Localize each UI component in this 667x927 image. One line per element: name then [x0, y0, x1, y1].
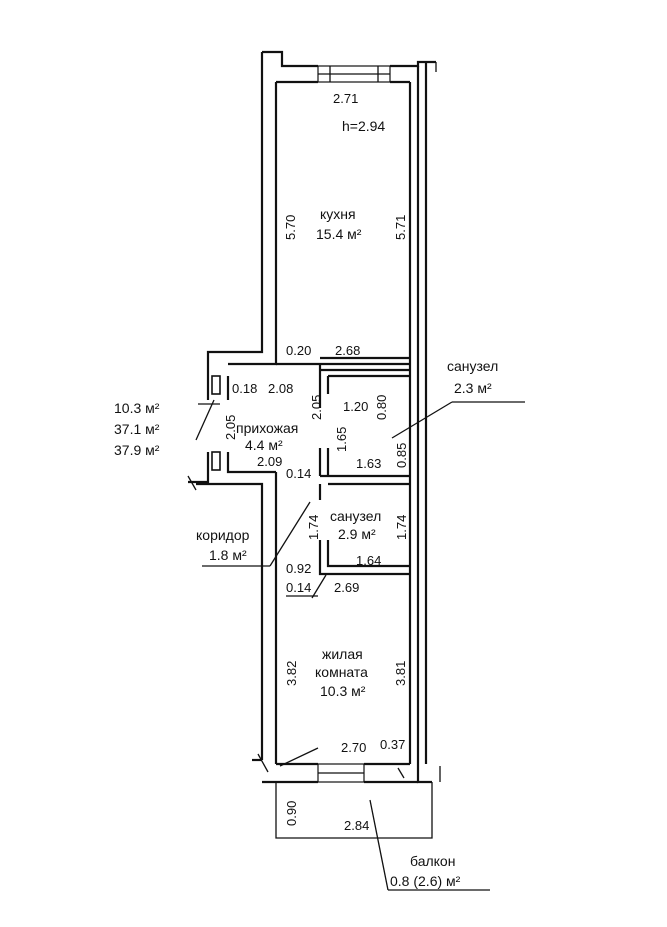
bath2-area: 2.9 м² — [338, 526, 376, 542]
dim-120: 1.20 — [343, 399, 368, 414]
bath2-walls — [318, 540, 410, 576]
dim-living-left: 3.82 — [284, 661, 299, 686]
living-name-1: жилая — [322, 646, 363, 662]
living-area: 10.3 м² — [320, 683, 366, 699]
dim-018: 0.18 — [232, 381, 257, 396]
bath1-area: 2.3 м² — [454, 380, 492, 396]
bath1-name: санузел — [447, 358, 498, 374]
dim-width-268: 2.68 — [335, 343, 360, 358]
dim-wall-020: 0.20 — [286, 343, 311, 358]
room-labels: h=2.94 кухня 15.4 м² прихожая 4.4 м² сан… — [196, 118, 525, 891]
dim-014-lower: 0.14 — [286, 580, 311, 595]
dim-163: 1.63 — [356, 456, 381, 471]
dim-080: 0.80 — [374, 395, 389, 420]
dim-208: 2.08 — [268, 381, 293, 396]
total-area: 37.1 м² — [114, 421, 160, 437]
dim-205-left: 2.05 — [223, 415, 238, 440]
corridor-area: 1.8 м² — [209, 547, 247, 563]
dim-037: 0.37 — [380, 737, 405, 752]
dim-092: 0.92 — [286, 561, 311, 576]
balcony-outline — [275, 782, 433, 839]
dim-085: 0.85 — [394, 443, 409, 468]
dim-014-upper: 0.14 — [286, 466, 311, 481]
total-living: 10.3 м² — [114, 400, 160, 416]
total-area-with-balcony: 37.9 м² — [114, 442, 160, 458]
dim-164: 1.64 — [356, 553, 381, 568]
hall-name: прихожая — [236, 420, 298, 436]
hall-area: 4.4 м² — [245, 437, 283, 453]
dim-174-left: 1.74 — [306, 515, 321, 540]
kitchen-name: кухня — [320, 206, 356, 222]
balcony-name: балкон — [410, 853, 455, 869]
dim-kitchen-right: 5.71 — [393, 215, 408, 240]
balcony-area: 0.8 (2.6) м² — [390, 873, 461, 889]
kitchen-top-wall — [262, 50, 318, 68]
corridor-name: коридор — [196, 527, 250, 543]
kitchen-height: h=2.94 — [342, 118, 385, 134]
dimensions: 2.71 5.70 5.71 0.20 2.68 0.18 2.08 2.05 … — [223, 91, 409, 833]
dim-kitchen-left: 5.70 — [283, 215, 298, 240]
living-name-2: комната — [315, 664, 368, 680]
dim-205-right: 2.05 — [309, 395, 324, 420]
dim-kitchen-top: 2.71 — [333, 91, 358, 106]
dim-balcony-090: 0.90 — [284, 801, 299, 826]
bath2-name: санузел — [330, 508, 381, 524]
dim-balcony-284: 2.84 — [344, 818, 369, 833]
dim-270: 2.70 — [341, 740, 366, 755]
dim-174-right: 1.74 — [394, 515, 409, 540]
dim-269: 2.69 — [334, 580, 359, 595]
dim-165: 1.65 — [334, 427, 349, 452]
area-totals: 10.3 м² 37.1 м² 37.9 м² — [114, 400, 160, 458]
kitchen-top-wall-right — [390, 60, 436, 68]
kitchen-left-wall — [206, 52, 264, 364]
dim-209: 2.09 — [257, 454, 282, 469]
kitchen-area: 15.4 м² — [316, 226, 362, 242]
walls — [187, 50, 441, 839]
dim-living-right: 3.81 — [393, 661, 408, 686]
